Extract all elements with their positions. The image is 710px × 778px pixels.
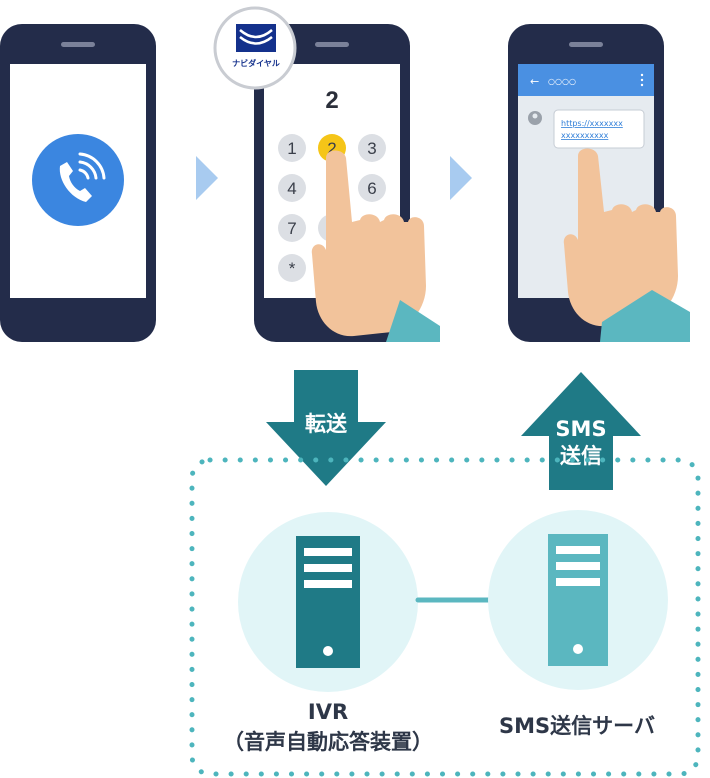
transfer-label: 転送 [305, 412, 347, 436]
keypad-key-label: 6 [367, 179, 376, 198]
keypad-key-label: 3 [367, 139, 376, 158]
keypad-key-label: 1 [287, 139, 296, 158]
keypad-key-label: * [289, 259, 296, 278]
navidial-logo: ナビダイヤル [213, 6, 297, 90]
keypad-key [278, 214, 306, 242]
keypad-key [358, 134, 386, 162]
message-link-line1: https://xxxxxxx [561, 119, 623, 128]
overflow-menu-icon [640, 73, 644, 87]
ivr-label: IVR （音声自動応答装置） [218, 697, 438, 757]
sms-server-label: SMS送信サーバ [499, 714, 655, 738]
flow-arrow-1-icon [196, 156, 218, 200]
app-bar-title: ○○○○ [548, 77, 576, 86]
ivr-server-icon [296, 536, 360, 668]
keypad-key-label: 2 [327, 139, 336, 158]
message-link-line2: xxxxxxxxxx [561, 131, 609, 140]
back-arrow-icon: ← [530, 75, 539, 88]
call-button-icon [32, 134, 124, 226]
ivr-subtitle: （音声自動応答装置） [223, 730, 433, 754]
keypad-key [358, 174, 386, 202]
phone-flow-illustration: 2 1234678* ナビダイヤル ← ○○○○ https://xxxxxxx… [0, 6, 690, 342]
keypad-key-label: 7 [287, 219, 296, 238]
keypad-key [278, 174, 306, 202]
keypad-key [278, 134, 306, 162]
app-bar [518, 64, 654, 96]
phone-handset-icon [59, 152, 106, 202]
sms-send-label-line2: 送信 [560, 444, 602, 468]
sms-send-label: SMS 送信 [541, 416, 621, 470]
server-system-diagram [189, 457, 701, 777]
tapping-hand-illustration [563, 148, 690, 342]
phone-incoming-call [0, 24, 156, 342]
dialed-number: 2 [325, 87, 338, 114]
transfer-arrow-icon [266, 370, 386, 486]
ivr-title: IVR [307, 700, 349, 724]
sms-server-icon [548, 534, 608, 666]
sms-send-label-line1: SMS [555, 417, 607, 441]
flow-arrow-2-icon [450, 156, 472, 200]
message-bubble [553, 109, 645, 149]
pressing-hand-illustration [311, 150, 440, 342]
keypad-key [278, 254, 306, 282]
navidial-logo-text: ナビダイヤル [232, 58, 280, 68]
sms-send-arrow-icon [521, 372, 641, 490]
keypad-key-label: 4 [287, 179, 296, 198]
